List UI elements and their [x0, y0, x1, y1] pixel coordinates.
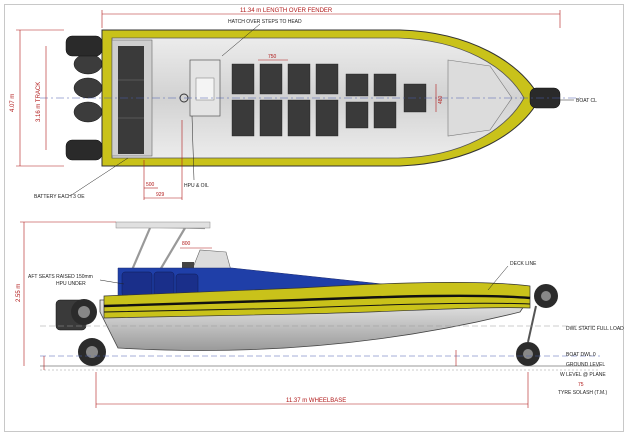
top-wheels: [65, 35, 561, 161]
wl-plane-label: W LEVEL @ PLANE: [560, 372, 606, 378]
side-wheels: [71, 284, 558, 366]
side-view: 800 2.55 m AFT SEATS RAISED 150mm HPU UN…: [16, 221, 624, 408]
sheet-border: [4, 4, 624, 432]
battery-note: BATTERY EACH 3 OE: [34, 194, 85, 200]
wheelbase-label: 11.37 m WHEELBASE: [286, 398, 346, 404]
track-label: 3.16 m TRACK: [36, 82, 42, 122]
dim-480: 480: [438, 95, 444, 104]
aft-seat-block: [118, 46, 144, 154]
length-over-fender-label: 11.34 m LENGTH OVER FENDER: [240, 8, 333, 14]
wl-static-label: DWL STATIC FULL LOAD: [566, 326, 624, 332]
aft-seats-note-1: AFT SEATS RAISED 150mm: [28, 274, 93, 280]
dim-500: 500: [146, 182, 155, 188]
outboard-engines: [73, 53, 103, 123]
hpu-oil-label: HPU & OIL: [184, 183, 209, 189]
height-label: 2.55 m: [16, 284, 22, 302]
side-seats: [121, 271, 199, 297]
dim-750: 750: [268, 54, 277, 60]
dim-929: 929: [156, 192, 165, 198]
seat-rows: [231, 63, 427, 137]
dim-800: 800: [182, 241, 191, 247]
boat-waterline-label: BOAT DWL 0: [566, 352, 596, 358]
top-view: 11.34 m LENGTH OVER FENDER HATCH OVER ST…: [10, 8, 597, 200]
beam-label: 4.07 m: [10, 94, 16, 112]
tyre-note: TYRE SOLASH (T.M.): [558, 390, 608, 396]
dim-75: 75: [578, 382, 584, 388]
deck-line-label: DECK LINE: [510, 261, 537, 267]
hatch-note: HATCH OVER STEPS TO HEAD: [228, 19, 302, 25]
aft-seats-note-2: HPU UNDER: [56, 281, 86, 287]
ground-level-label: GROUND LEVEL: [566, 362, 605, 368]
boat-cl-label: BOAT CL: [576, 98, 597, 104]
